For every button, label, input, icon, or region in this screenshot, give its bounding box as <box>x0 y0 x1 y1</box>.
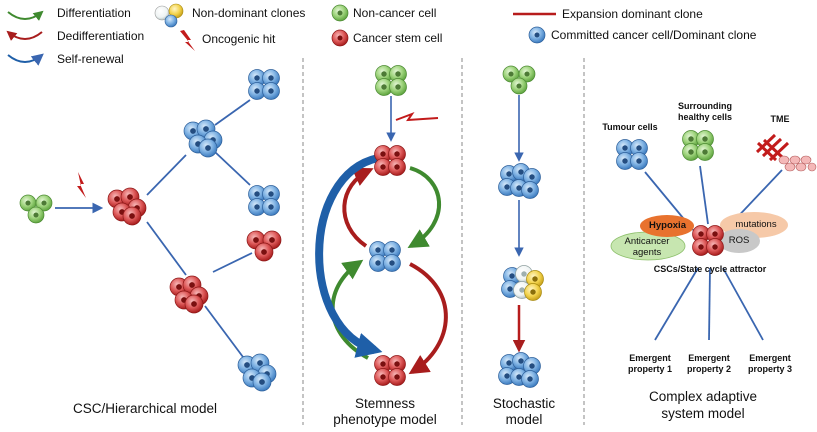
tme-tissue-icon <box>755 133 817 172</box>
cell-clusters <box>19 65 724 392</box>
legend-committed-cell-label: Committed cancer cell/Dominant clone <box>551 28 757 42</box>
legend-dedifferentiation-arc <box>6 30 43 41</box>
stochastic-committed-cluster <box>498 163 541 199</box>
emergent-property-2-line1: Emergent <box>688 353 730 363</box>
legend-self-renewal-label: Self-renewal <box>57 52 124 66</box>
legend-cancer-stem-cell-icon <box>331 29 349 47</box>
ros-label: ROS <box>728 235 750 246</box>
legend-oncogenic-hit-icon <box>180 30 195 51</box>
csc-panel-title: CSC/Hierarchical model <box>72 401 218 416</box>
complex-attractor-cells <box>692 225 724 256</box>
csc-stem-cluster <box>107 187 147 226</box>
legend-dedifferentiation-label: Dedifferentiation <box>57 29 145 43</box>
stemness-panel-title-line2: phenotype model <box>333 412 437 427</box>
csc-red-right-cluster <box>246 230 282 262</box>
csc-stem-cluster-lower <box>169 275 209 314</box>
anticancer-label-line2: agents <box>632 247 662 258</box>
stochastic-mixed-cluster <box>501 265 544 301</box>
legend-expansion-dominant-clone-label: Expansion dominant clone <box>562 7 703 21</box>
legend-oncogenic-hit-label: Oncogenic hit <box>202 32 276 46</box>
csc-committed-cluster-upper <box>183 119 223 158</box>
ros-bubble <box>718 229 760 253</box>
csc-oncogenic-hit-icon <box>77 172 86 198</box>
stemness-stem-top <box>374 145 406 176</box>
legend-self-renewal-arc <box>7 53 44 66</box>
mutations-label: mutations <box>735 219 777 230</box>
attractor-bubbles <box>610 212 788 261</box>
legend-cancer-stem-cell-label: Cancer stem cell <box>353 31 443 45</box>
stemness-arrows <box>315 96 448 375</box>
legend-committed-cell-icon <box>528 26 546 44</box>
csc-top-right-cluster <box>248 69 280 100</box>
hypoxia-bubble <box>640 215 694 237</box>
csc-bottom-right-cluster <box>237 353 277 392</box>
stemness-stem-bottom <box>374 355 406 386</box>
emergent-property-2-line2: property 2 <box>686 364 731 374</box>
tumour-cells-label: Tumour cells <box>602 122 658 132</box>
surrounding-cells-label-line2: healthy cells <box>677 112 733 122</box>
legend-non-cancer-cell-label: Non-cancer cell <box>353 6 437 20</box>
hypoxia-label: Hypoxia <box>649 220 686 231</box>
emergent-property-3-line2: property 3 <box>747 364 792 374</box>
attractor-label: CSCs/State cycle attractor <box>653 264 767 274</box>
emergent-property-1-line1: Emergent <box>629 353 671 363</box>
complex-healthy-cells <box>682 130 714 161</box>
legend-differentiation-label: Differentiation <box>57 6 131 20</box>
legend-differentiation-arc <box>7 10 44 21</box>
complex-panel-title-line2: system model <box>661 406 745 421</box>
stemness-panel-title-line1: Stemness <box>354 396 416 411</box>
stemness-committed-middle <box>369 241 401 272</box>
complex-tumour-cells <box>616 139 648 170</box>
complex-panel-title-line1: Complex adaptive <box>648 389 758 404</box>
emergent-property-1-line2: property 1 <box>627 364 672 374</box>
anticancer-label-line1: Anticancer <box>624 236 670 247</box>
csc-connectors <box>55 99 253 358</box>
legend-non-dominant-clones-icon <box>154 3 184 28</box>
emergent-property-3-line1: Emergent <box>749 353 791 363</box>
csc-mid-right-cluster <box>248 185 280 216</box>
csc-normal-cluster <box>19 194 53 224</box>
surrounding-cells-label-line1: Surrounding <box>678 101 732 111</box>
legend-non-cancer-cell-icon <box>331 4 349 22</box>
stemness-normal-cluster <box>375 65 407 96</box>
stochastic-normal-cluster <box>502 65 536 95</box>
legend-non-dominant-clones-label: Non-dominant clones <box>192 6 306 20</box>
tme-label: TME <box>770 114 790 124</box>
stochastic-dominant-cluster <box>498 352 541 388</box>
stochastic-panel-title-line2: model <box>505 412 543 427</box>
panel-dividers <box>302 58 585 425</box>
stochastic-panel-title-line1: Stochastic <box>492 396 556 411</box>
